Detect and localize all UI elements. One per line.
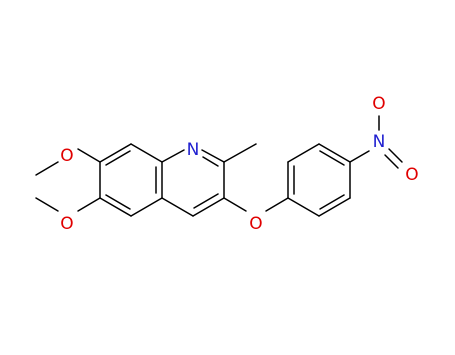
- phenyl-ring: [265, 143, 351, 217]
- quinoline-substituents: [35, 143, 257, 212]
- bond-oxygen-c1p: [265, 197, 289, 212]
- bond-c8-c8a: [130, 143, 163, 163]
- bond-c3p-c4p: [318, 143, 351, 163]
- bond-c5p-c6p: [318, 197, 351, 217]
- atom-o-nitro-top: O: [372, 94, 385, 114]
- pyridine-ring: [161, 149, 225, 217]
- bond-n-nitro-o-bottom-a: [388, 148, 403, 163]
- bond-c5-c6-inner: [105, 194, 131, 210]
- bond-o-methoxy-ch3-top: [35, 161, 59, 176]
- bond-c7-c8-inner: [105, 150, 131, 166]
- bond-n1-c2-inner: [202, 156, 219, 167]
- nitro-group-bonds: [349, 115, 403, 169]
- bond-n1-c2: [201, 149, 225, 163]
- bond-c4p-n-nitro: [349, 150, 370, 163]
- bond-c2p-c3p: [287, 143, 320, 163]
- bond-c3-c4: [192, 197, 225, 217]
- atom-o-nitro-bottom: O: [405, 165, 418, 185]
- bond-c3-c4-inner: [193, 193, 219, 209]
- bond-c7-c8: [99, 143, 132, 163]
- bond-o-methoxy-ch3-bottom: [35, 197, 59, 212]
- bond-c6-o-methoxy: [77, 197, 101, 212]
- atom-o-ether: O: [249, 214, 262, 234]
- bond-c5-c6: [99, 197, 132, 217]
- bond-c4-c4a: [161, 197, 194, 217]
- benzo-ring: [99, 143, 163, 217]
- bond-c8a-n1: [161, 149, 185, 163]
- bond-c4a-c5: [130, 197, 163, 217]
- bond-c3-oxygen: [223, 197, 247, 212]
- bond-c7-o-methoxy: [77, 148, 101, 163]
- bond-c3p-c4p-inner: [319, 150, 345, 166]
- bond-c5p-c6p-inner: [319, 194, 345, 210]
- atom-n-nitro: N: [373, 132, 386, 152]
- bond-c2-methyl: [223, 143, 257, 163]
- atom-o-methoxy-7: O: [60, 146, 73, 166]
- bond-n-nitro-o-bottom-b: [384, 154, 399, 169]
- bond-c6p-c1p: [287, 197, 320, 217]
- atom-o-methoxy-6: O: [60, 214, 73, 234]
- atom-labels: N O O O N O O: [60, 94, 418, 234]
- atom-n-quinoline: N: [187, 140, 200, 160]
